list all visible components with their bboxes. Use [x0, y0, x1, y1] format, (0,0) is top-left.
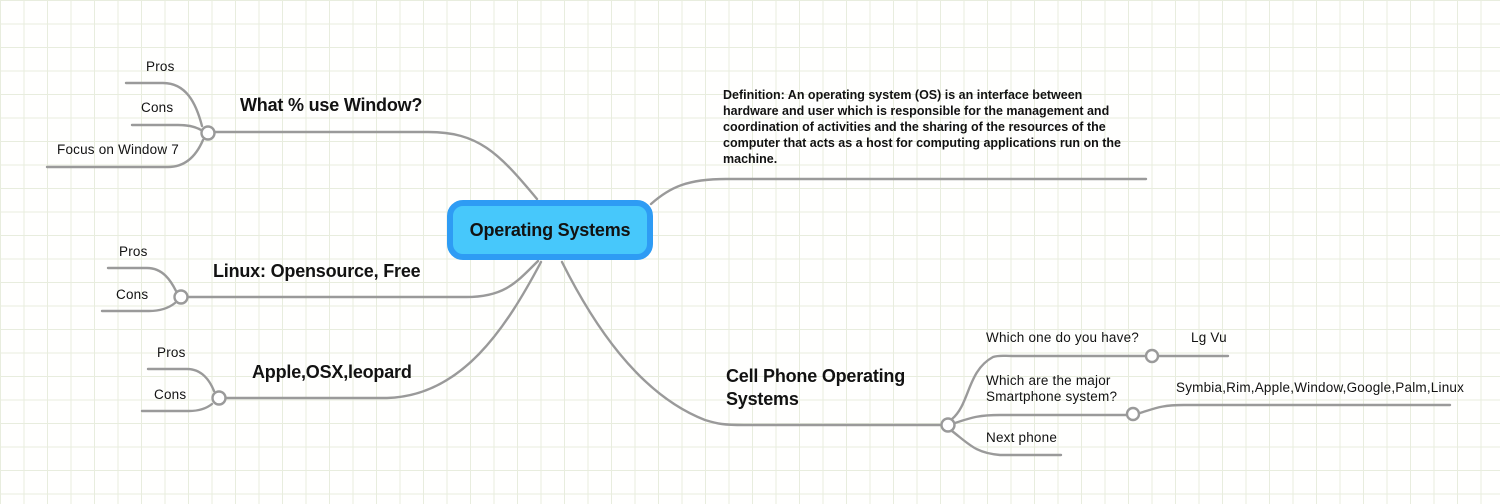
branch-line-windows-cons [130, 123, 203, 132]
branch-line-windows-focus [45, 138, 205, 169]
branch-line-linux-cons [100, 301, 177, 313]
branch-line-cellphone-q2 [953, 413, 1128, 425]
collapse-handle-cellphone-q1[interactable] [1144, 348, 1160, 364]
branch-line-definition [649, 177, 1148, 206]
branch-line-windows [213, 130, 539, 201]
collapse-handle-cellphone[interactable] [940, 417, 956, 433]
branch-line-apple-cons [140, 402, 214, 413]
branch-line-cellphone-q1 [950, 354, 1147, 421]
topic-cellphone-q1-answer[interactable]: Lg Vu [1191, 330, 1227, 345]
topic-apple-cons[interactable]: Cons [154, 387, 187, 402]
branch-line-cellphone [560, 260, 943, 427]
branch-line-cellphone-q2-answer [1138, 403, 1452, 415]
root-topic[interactable]: Operating Systems [447, 200, 653, 260]
topic-cellphone-q3[interactable]: Next phone [986, 430, 1058, 445]
collapse-handle-linux[interactable] [173, 289, 189, 305]
branch-line-apple-pros [146, 367, 216, 393]
topic-windows-focus[interactable]: Focus on Window 7 [57, 142, 179, 157]
branch-line-linux-pros [106, 266, 178, 293]
topic-apple[interactable]: Apple,OSX,leopard [252, 362, 412, 382]
topic-cellphone-q2-answer[interactable]: Symbia,Rim,Apple,Window,Google,Palm,Linu… [1176, 380, 1465, 395]
definition-line-1: Definition: An operating system (OS) is … [723, 88, 1083, 102]
topic-windows-pros[interactable]: Pros [146, 59, 175, 74]
topic-windows[interactable]: What % use Window? [240, 95, 423, 115]
branch-line-windows-pros [124, 81, 204, 128]
definition-line-3: coordination of activities and the shari… [723, 119, 1106, 134]
collapse-handle-cellphone-q2[interactable] [1125, 406, 1141, 422]
topic-windows-cons[interactable]: Cons [141, 100, 174, 115]
root-topic-label: Operating Systems [469, 219, 631, 240]
definition-line-5: machine. [723, 151, 778, 166]
topic-cellphone[interactable]: Cell Phone Operating Systems [726, 366, 906, 409]
topic-definition[interactable]: Definition: An operating system (OS) is … [723, 88, 1153, 168]
topic-cellphone-q1[interactable]: Which one do you have? [986, 330, 1139, 345]
branch-line-cellphone-q3 [950, 429, 1063, 457]
topic-cellphone-q2[interactable]: Which are the major Smartphone system? [986, 373, 1118, 404]
branch-line-linux [186, 259, 540, 299]
topic-linux-cons[interactable]: Cons [116, 287, 149, 302]
collapse-handle-apple[interactable] [211, 390, 227, 406]
collapse-handle-windows[interactable] [200, 125, 216, 141]
topic-linux[interactable]: Linux: Opensource, Free [213, 261, 421, 281]
definition-line-2: hardware and user which is responsible f… [723, 103, 1110, 118]
definition-line-4: computer that acts as a host for computi… [723, 135, 1121, 150]
topic-apple-pros[interactable]: Pros [157, 345, 186, 360]
topic-linux-pros[interactable]: Pros [119, 244, 148, 259]
branch-line-apple [224, 260, 543, 400]
